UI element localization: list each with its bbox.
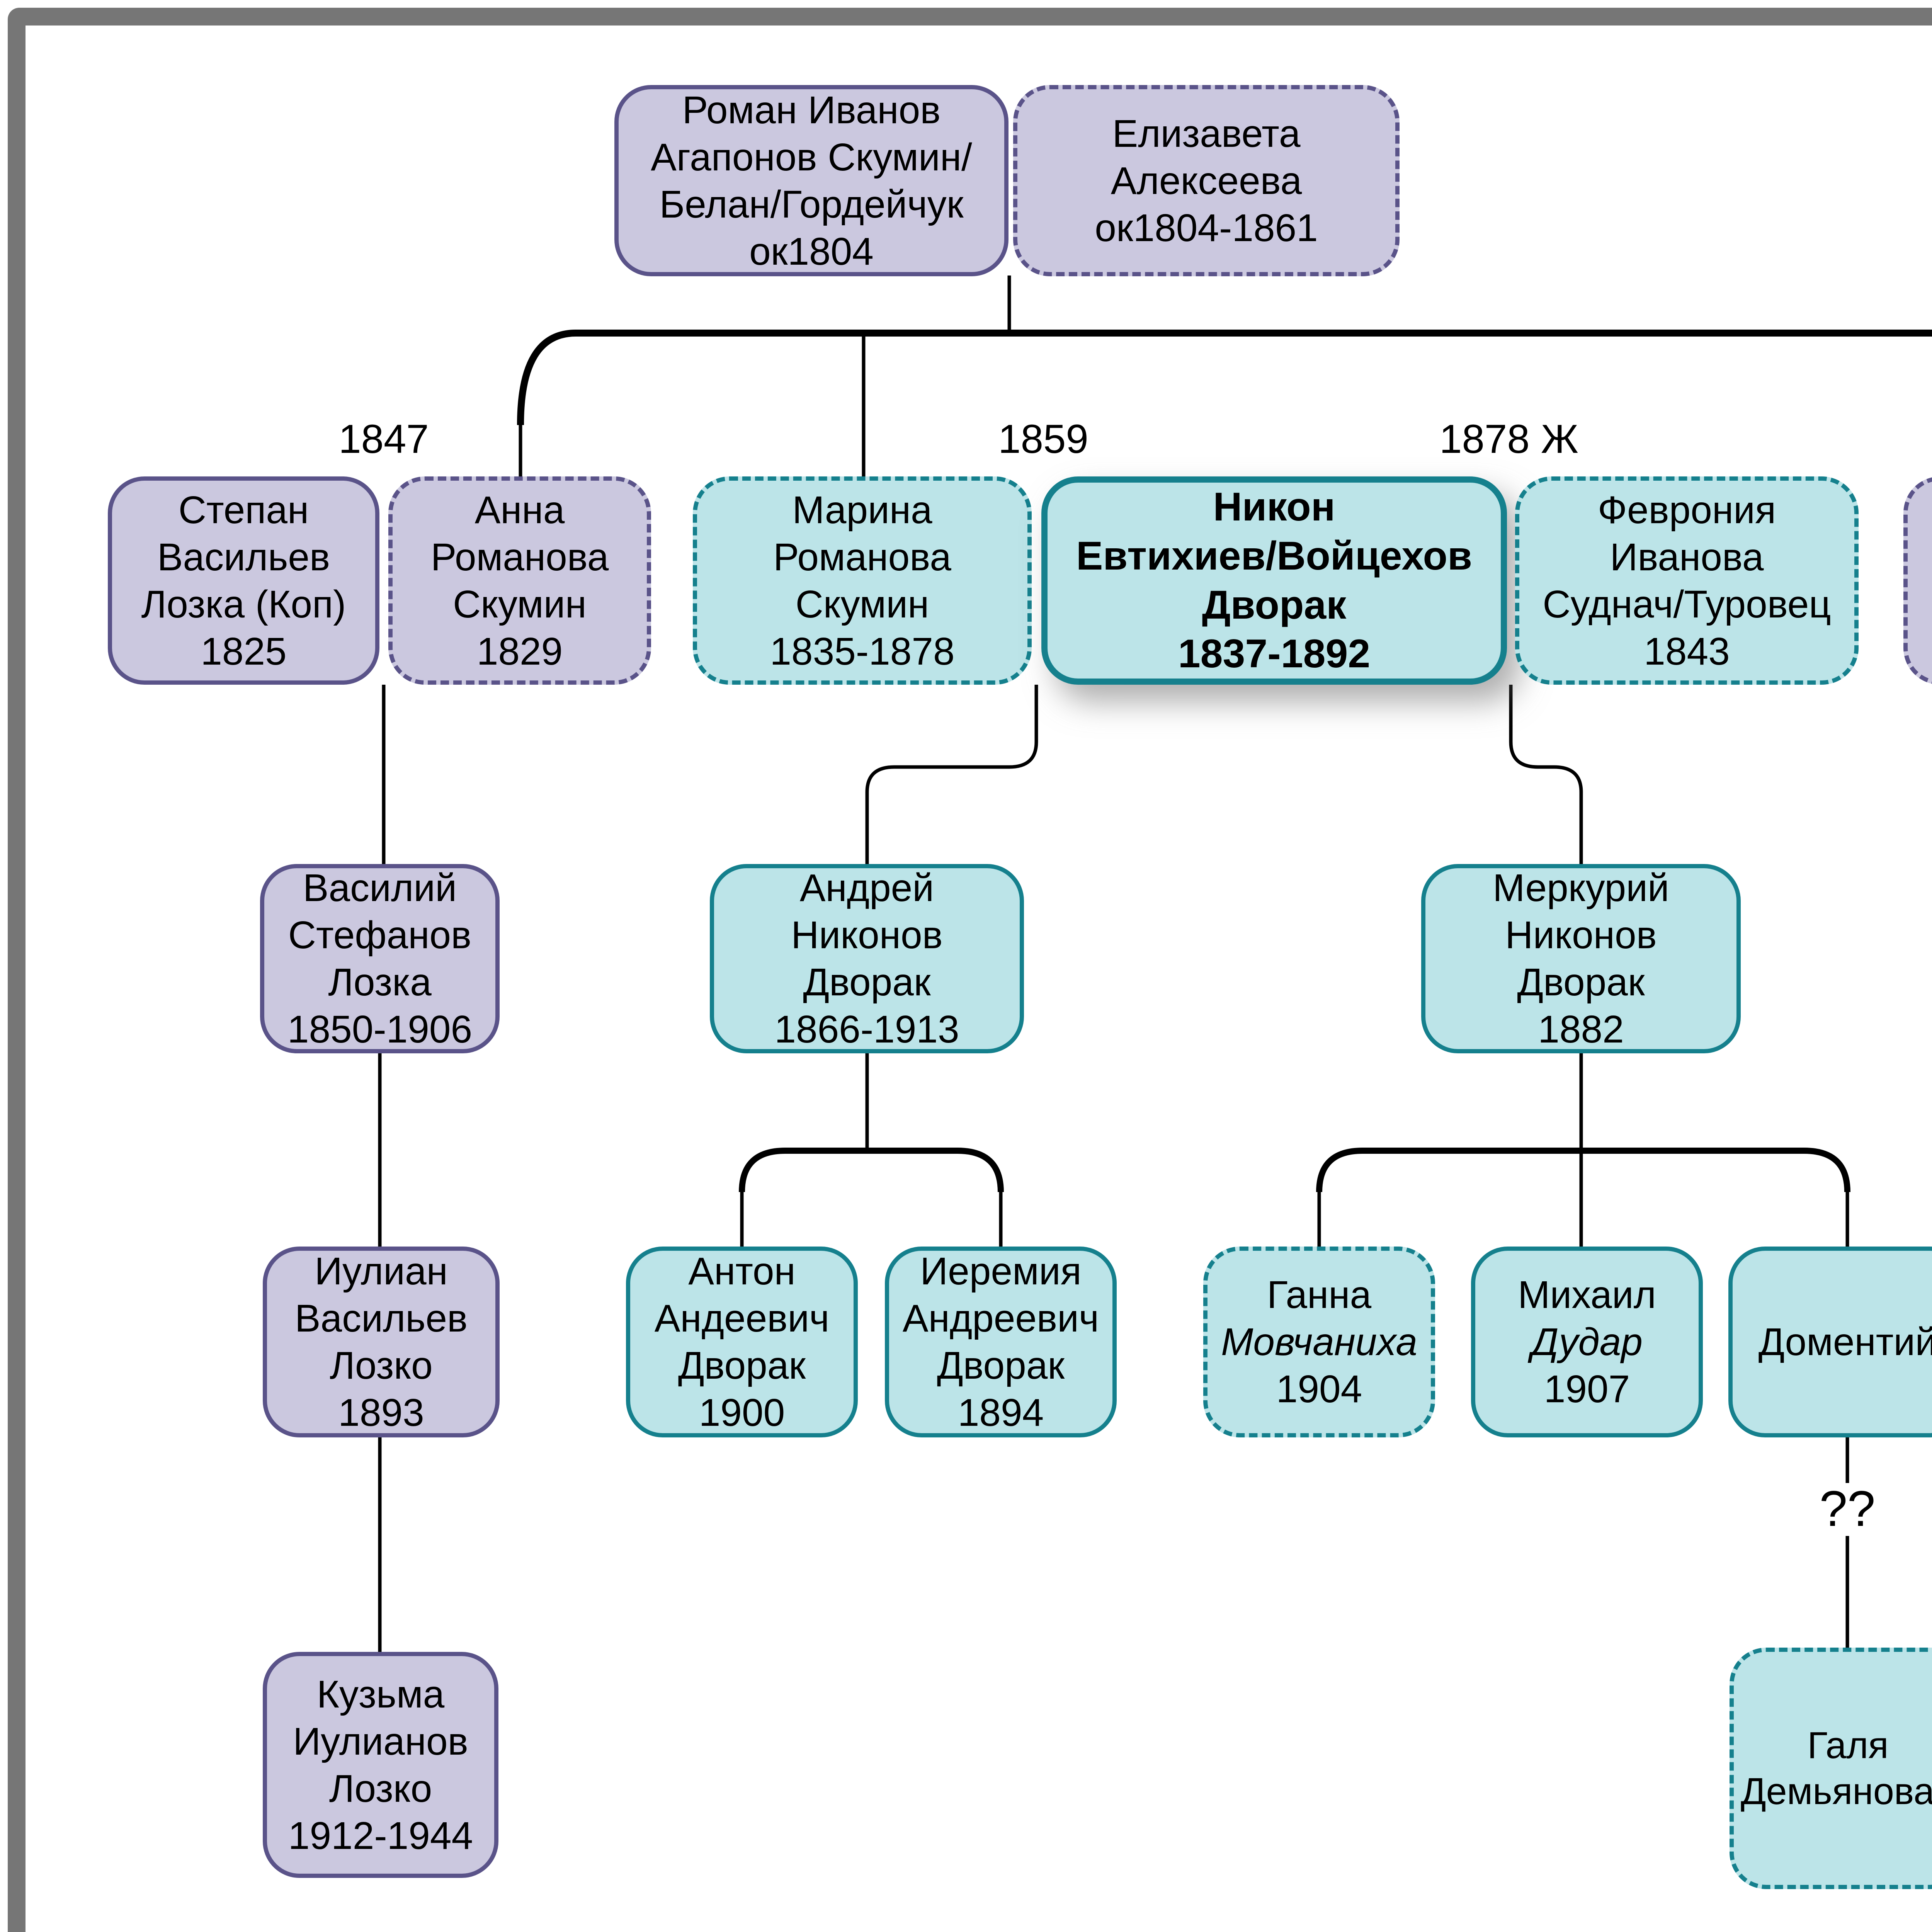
marriage-year-label-1859: 1859 — [998, 417, 1088, 462]
node-mikhail-dudar: Михаил Дудар 1907 — [1471, 1247, 1703, 1437]
node-mikhail-nickname: Дудар — [1531, 1320, 1643, 1364]
marriage-year-label-1847: 1847 — [338, 417, 429, 462]
node-anton-dvorak: Антон Андеевич Дворак 1900 — [626, 1247, 858, 1437]
node-ganna-name: Ганна — [1267, 1273, 1372, 1316]
node-stepan-lozka: Степан Васильев Лозка (Коп) 1825 — [108, 476, 379, 685]
connector-nikon-fevronia-to-merkuriy — [1509, 685, 1583, 864]
connector-andrey-bar — [739, 1148, 1004, 1192]
node-kuzma-lozko: Кузьма Иулианов Лозко 1912-1944 — [263, 1652, 498, 1878]
unknown-link-label: ?? — [1819, 1480, 1876, 1537]
node-anna-skumin: Анна Романова Скумин 1829 — [388, 476, 651, 685]
node-andrey-dvorak: Андрей Никонов Дворак 1866-1913 — [710, 864, 1024, 1053]
node-ieremia-dvorak: Иеремия Андреевич Дворак 1894 — [885, 1247, 1117, 1437]
node-ganna-nickname: Мовчаниха — [1221, 1320, 1417, 1364]
node-nikon-dvorak: Никон Евтихиев/Войцехов Дворак 1837-1892 — [1041, 476, 1507, 685]
node-vasiliy-lozka: Василий Стефанов Лозка 1850-1906 — [260, 864, 500, 1053]
node-domentiy: Доментий — [1728, 1247, 1932, 1437]
node-fevronia-sudnach: Феврония Иванова Суднач/Туровец 1843 — [1515, 476, 1859, 685]
connector-merkuriy-bar — [1316, 1148, 1850, 1192]
marriage-year-label-1878: 1878 Ж — [1439, 417, 1578, 462]
node-ganna-movchanikha: Ганна Мовчаниха 1904 — [1203, 1247, 1435, 1437]
node-elizaveta-alekseeva: Елизавета Алексеева ок1804-1861 — [1013, 85, 1400, 276]
connector-gen1-bar — [517, 330, 1932, 425]
node-iulian-lozko: Иулиан Васильев Лозко 1893 — [263, 1247, 500, 1437]
node-mikhail-name: Михаил — [1518, 1273, 1656, 1316]
node-galya-demyanova: Галя Демьянова? — [1730, 1648, 1932, 1889]
node-alexandra-lozko: Александра (61 Лозко КОП) 1841 — [1903, 476, 1932, 685]
node-marina-skumin: Марина Романова Скумин 1835-1878 — [693, 476, 1032, 685]
connector-marina-nikon-to-andrey — [865, 685, 1038, 864]
node-roman-ivanov: Роман Иванов Агапонов Скумин/ Белан/Горд… — [614, 85, 1009, 276]
node-mikhail-year: 1907 — [1544, 1367, 1630, 1411]
node-merkuriy-dvorak: Меркурий Никонов Дворак 1882 — [1421, 864, 1741, 1053]
node-ganna-year: 1904 — [1276, 1367, 1362, 1411]
